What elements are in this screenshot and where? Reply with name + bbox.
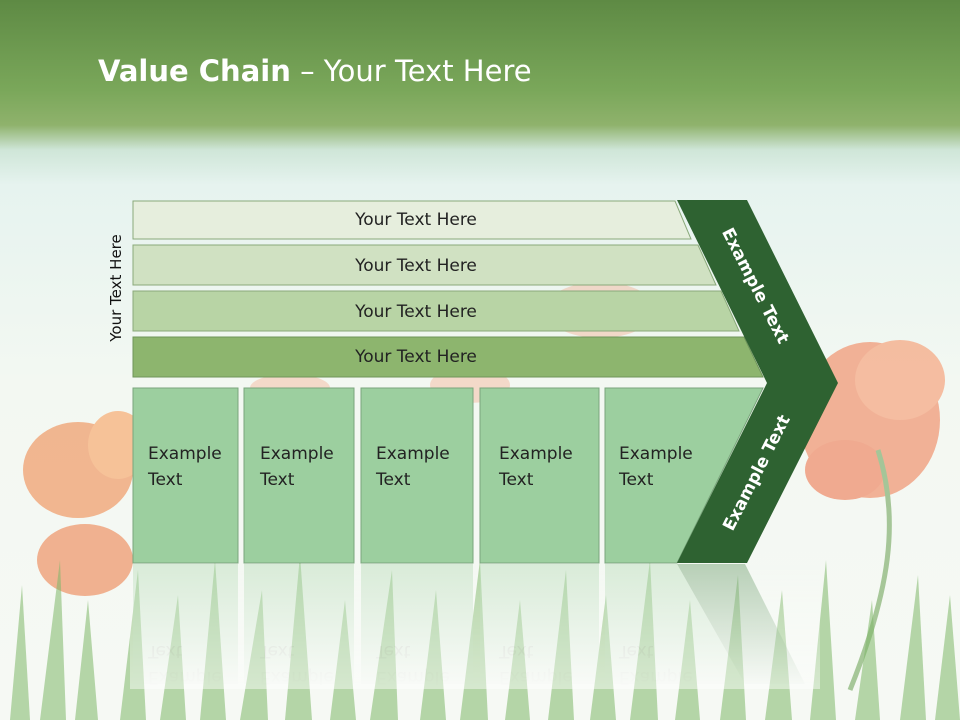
- row-4: Your Text Here: [132, 336, 764, 378]
- block-5: Example Text: [604, 387, 764, 564]
- block-3-line-1: Example: [376, 444, 450, 464]
- block-2-shape: [243, 387, 355, 564]
- row-2: Your Text Here: [132, 244, 717, 286]
- block-5-line-2: Text: [618, 470, 654, 490]
- block-2-line-1: Example: [260, 444, 334, 464]
- block-1-line-1: Example: [148, 444, 222, 464]
- row-2-label: Your Text Here: [354, 256, 477, 276]
- block-3-shape: [360, 387, 474, 564]
- row-1-label: Your Text Here: [354, 210, 477, 230]
- block-1: Example Text: [132, 387, 239, 564]
- block-4-shape: [479, 387, 600, 564]
- block-1-shape: [132, 387, 239, 564]
- block-1-line-2: Text: [147, 470, 183, 490]
- row-3-shape: [132, 290, 740, 332]
- chevron-shape: [677, 200, 838, 563]
- row-1-shape: [132, 200, 692, 240]
- block-4: Example Text: [479, 387, 600, 564]
- row-3-label: Your Text Here: [354, 302, 477, 322]
- row-2-shape: [132, 244, 717, 286]
- page-title: Value Chain – Your Text Here: [98, 54, 532, 88]
- title-bold: Value Chain: [98, 54, 291, 88]
- row-3: Your Text Here: [132, 290, 740, 332]
- block-2: Example Text: [243, 387, 355, 564]
- reflection: Example Text Example Text Example Text E…: [130, 564, 820, 689]
- row-1: Your Text Here: [132, 200, 692, 240]
- block-5-line-1: Example: [619, 444, 693, 464]
- row-4-label: Your Text Here: [354, 347, 477, 367]
- block-4-line-2: Text: [498, 470, 534, 490]
- block-3-line-2: Text: [375, 470, 411, 490]
- block-3: Example Text: [360, 387, 474, 564]
- row-4-shape: [132, 336, 764, 378]
- block-4-line-1: Example: [499, 444, 573, 464]
- block-2-line-2: Text: [259, 470, 295, 490]
- title-rest: – Your Text Here: [290, 54, 532, 88]
